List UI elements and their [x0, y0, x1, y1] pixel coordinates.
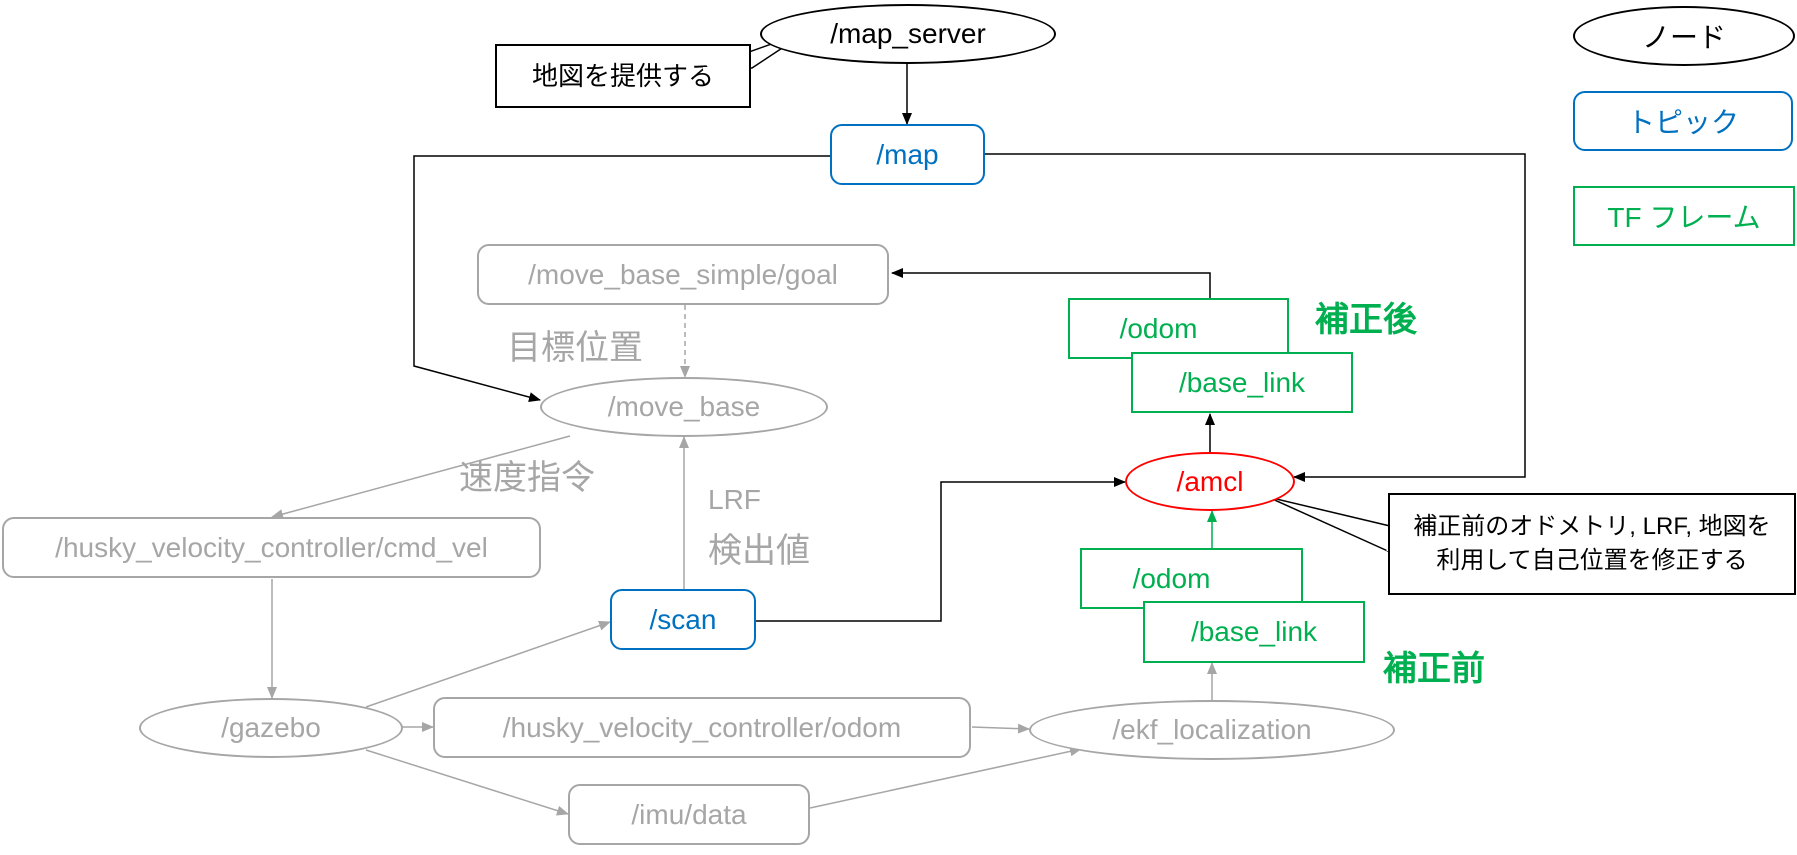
label-goal-position: 目標位置: [507, 329, 643, 367]
label-lrf: LRF: [708, 484, 761, 515]
map-server-callout: 地図を提供する: [495, 44, 751, 108]
topic-imu-data[interactable]: /imu/data: [568, 784, 810, 845]
topic-map-label: /map: [876, 138, 939, 170]
label-after-correction: 補正後: [1315, 301, 1417, 339]
edge-scan-to-amcl: [756, 477, 1126, 622]
legend-tf-frame-label: TF フレーム: [1607, 202, 1761, 233]
node-amcl[interactable]: /amcl: [1125, 452, 1295, 511]
node-ekf-label: /ekf_localization: [1112, 714, 1312, 745]
node-map-server[interactable]: /map_server: [760, 4, 1056, 64]
frame-odom-before-label: /odom: [1132, 562, 1211, 594]
legend-topic-label: トピック: [1626, 107, 1739, 138]
node-gazebo-label: /gazebo: [221, 712, 321, 743]
topic-map[interactable]: /map: [830, 124, 985, 185]
edge-odom-to-ekf: [971, 723, 1030, 734]
node-move-base-label: /move_base: [607, 391, 761, 422]
topic-imu-label: /imu/data: [631, 798, 747, 830]
amcl-callout-line2: 利用して自己位置を修正する: [1436, 547, 1748, 574]
node-gazebo[interactable]: /gazebo: [139, 698, 403, 758]
frame-odom-before[interactable]: /odom: [1080, 548, 1303, 609]
edge-gazebo-to-scan: [365, 620, 611, 708]
edge-map-to-move-base: [413, 155, 830, 402]
node-amcl-label: /amcl: [1176, 465, 1244, 497]
node-move-base[interactable]: /move_base: [540, 377, 828, 437]
frame-odom-after-label: /odom: [1119, 312, 1198, 344]
edge-move-base-to-cmd-vel: [271, 435, 571, 519]
topic-goal-label: /move_base_simple/goal: [528, 258, 838, 290]
label-lrf-detection: 検出値: [708, 532, 810, 570]
node-map-server-label: /map_server: [830, 18, 986, 49]
legend-node-label: ノード: [1641, 22, 1726, 53]
node-ekf-localization[interactable]: /ekf_localization: [1029, 700, 1395, 760]
amcl-callout: 補正前のオドメトリ, LRF, 地図を 利用して自己位置を修正する: [1388, 493, 1796, 595]
callout-joint: [703, 67, 749, 70]
label-velocity-command: 速度指令: [459, 459, 595, 497]
topic-husky-odom[interactable]: /husky_velocity_controller/odom: [433, 697, 971, 758]
frame-base-link-before[interactable]: /base_link: [1143, 601, 1365, 663]
edge-odom-to-goal: [891, 268, 1211, 298]
edge-gazebo-to-imu: [365, 749, 569, 816]
topic-scan[interactable]: /scan: [610, 589, 756, 650]
frame-base-link-after[interactable]: /base_link: [1131, 352, 1353, 413]
edge-map-to-amcl: [985, 153, 1526, 482]
topic-scan-label: /scan: [649, 603, 717, 635]
legend-topic: トピック: [1573, 91, 1793, 151]
topic-husky-odom-label: /husky_velocity_controller/odom: [502, 711, 902, 743]
label-before-correction: 補正前: [1383, 650, 1485, 688]
amcl-callout-pointer: [1267, 496, 1391, 554]
map-server-callout-text: 地図を提供する: [531, 61, 714, 91]
legend-node: ノード: [1573, 6, 1795, 66]
edge-imu-to-ekf: [809, 746, 1082, 809]
topic-cmd-vel[interactable]: /husky_velocity_controller/cmd_vel: [2, 517, 541, 578]
frame-odom-after[interactable]: /odom: [1068, 298, 1289, 359]
topic-move-base-simple-goal[interactable]: /move_base_simple/goal: [477, 244, 889, 305]
legend-tf-frame: TF フレーム: [1573, 186, 1795, 246]
topic-cmd-vel-label: /husky_velocity_controller/cmd_vel: [55, 531, 488, 563]
frame-base-link-after-label: /base_link: [1178, 366, 1306, 398]
frame-base-link-before-label: /base_link: [1190, 616, 1318, 647]
amcl-callout-line1: 補正前のオドメトリ, LRF, 地図を: [1413, 513, 1771, 540]
